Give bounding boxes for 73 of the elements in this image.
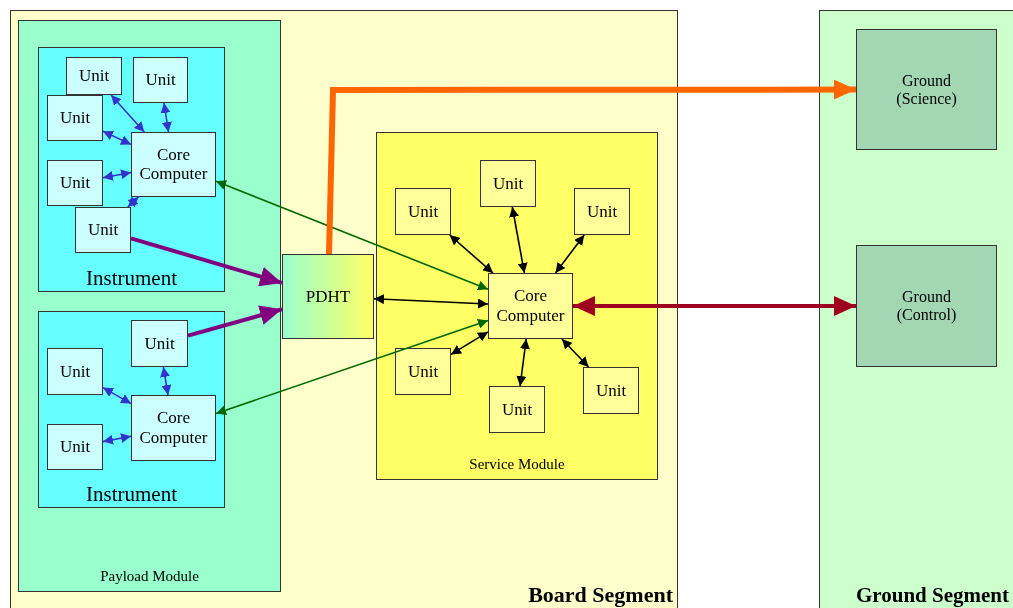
- box-label: Unit: [58, 173, 92, 193]
- box-label: Unit: [143, 333, 176, 354]
- box-label: PDHT: [304, 286, 352, 307]
- component-box: [395, 348, 451, 395]
- arrow: [102, 130, 132, 146]
- arrow: [102, 169, 132, 181]
- module-panel: [376, 132, 658, 480]
- component-box: [489, 386, 545, 433]
- component-box: [47, 95, 103, 141]
- arrow: [102, 386, 132, 405]
- instrument-box: [38, 311, 225, 508]
- arrow: [127, 196, 140, 208]
- component-box: [131, 320, 188, 367]
- box-label: Ground (Science): [895, 71, 958, 108]
- arrow: [509, 206, 528, 274]
- arrow: [215, 180, 489, 291]
- component-box: [574, 188, 630, 235]
- arrow: [448, 234, 494, 274]
- component-box: [856, 29, 997, 150]
- arrow: [561, 338, 590, 368]
- box-label: Unit: [491, 173, 525, 194]
- arrow: [110, 94, 146, 133]
- panel-title: Instrument: [86, 481, 177, 506]
- panel-title: Ground Segment: [855, 582, 1009, 607]
- box-label: Unit: [406, 201, 440, 222]
- arrow: [215, 319, 489, 415]
- component-box: [133, 57, 188, 103]
- arrow: [450, 331, 489, 356]
- box-label: Core Computer: [138, 408, 209, 448]
- panel-title: Payload Module: [100, 567, 199, 585]
- arrow: [373, 294, 489, 309]
- component-box: [131, 395, 216, 461]
- box-label: Unit: [58, 361, 92, 382]
- box-label: Unit: [86, 220, 120, 240]
- instrument-box: [38, 47, 225, 292]
- component-box: [395, 188, 451, 235]
- box-label: Unit: [594, 380, 628, 401]
- segment-panel: [819, 10, 1013, 608]
- box-label: Unit: [500, 399, 534, 420]
- box-label: Unit: [144, 70, 177, 90]
- box-label: Unit: [406, 361, 440, 382]
- component-box: [282, 254, 374, 339]
- component-box: [583, 367, 639, 414]
- panel-title: Board Segment: [528, 581, 673, 607]
- arrow: [160, 366, 172, 396]
- box-label: Unit: [58, 108, 92, 128]
- panel-title: Service Module: [469, 455, 565, 473]
- module-panel: [18, 20, 281, 592]
- arrow: [130, 236, 283, 287]
- component-box: [131, 132, 216, 197]
- arrow: [554, 234, 585, 274]
- component-box: [47, 348, 103, 395]
- box-label: Core Computer: [495, 286, 566, 326]
- box-label: Unit: [58, 437, 92, 457]
- box-label: Unit: [77, 66, 111, 86]
- component-box: [75, 207, 131, 253]
- component-box: [480, 160, 536, 207]
- box-label: Unit: [585, 201, 619, 222]
- component-box: [488, 273, 573, 339]
- panel-title: Instrument: [86, 265, 177, 290]
- arrow: [187, 305, 283, 338]
- box-label: Core Computer: [138, 144, 209, 185]
- arrow: [326, 79, 856, 255]
- arrow: [516, 338, 530, 387]
- component-box: [856, 245, 997, 367]
- box-label: Ground (Control): [895, 287, 958, 325]
- segment-panel: [10, 10, 678, 608]
- component-box: [47, 424, 103, 470]
- arrow: [573, 296, 856, 316]
- component-box: [66, 57, 122, 95]
- arrow: [160, 102, 172, 133]
- arrow: [102, 433, 132, 445]
- component-box: [47, 160, 103, 206]
